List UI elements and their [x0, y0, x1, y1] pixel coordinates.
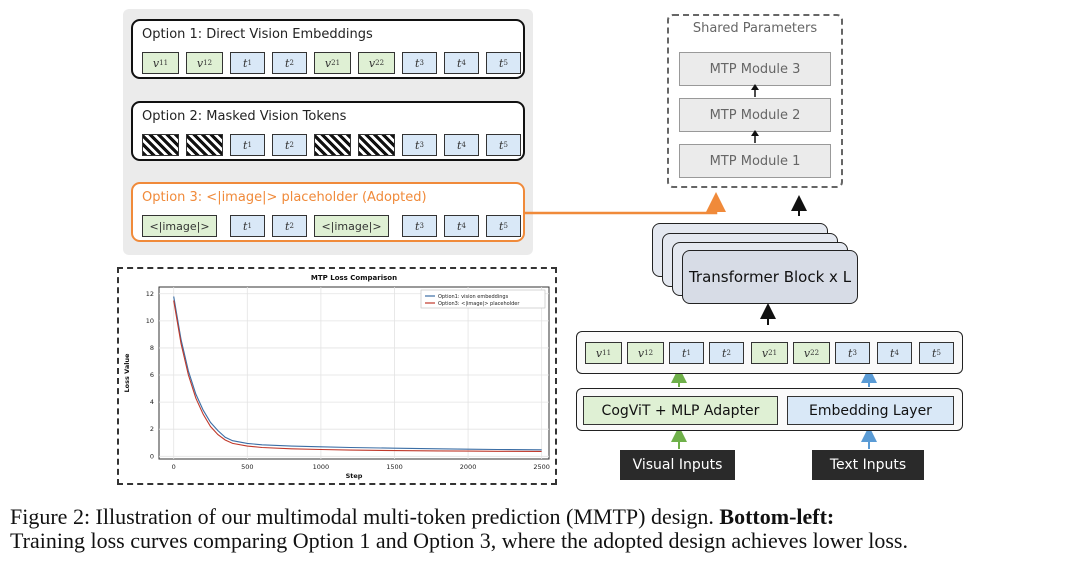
- figure-caption: Figure 2: Illustration of our multimodal…: [10, 505, 1074, 553]
- mtp-module-1: MTP Module 1: [679, 144, 831, 178]
- text-inputs: Text Inputs: [812, 450, 924, 480]
- x-tick-label: 0: [172, 463, 176, 471]
- loss-chart: 0 500 1000 1500 2000 2500 0 2 4 6 8 10 12 MTP Loss Co…: [123, 274, 550, 480]
- embedding-layer: Embedding Layer: [787, 396, 954, 425]
- masked-token: [186, 134, 223, 156]
- y-tick-label: 12: [146, 290, 154, 298]
- loss-chart-frame: 0 500 1000 1500 2000 2500 0 2 4 6 8 10 12 MTP Loss Co…: [117, 267, 557, 485]
- cogvit-adapter: CogViT + MLP Adapter: [583, 396, 778, 425]
- x-tick-label: 1500: [386, 463, 403, 471]
- mtp-module-3: MTP Module 3: [679, 52, 831, 86]
- y-tick-label: 10: [146, 317, 154, 325]
- caption-line-2: Training loss curves comparing Option 1 …: [10, 528, 908, 553]
- caption-bold-label: Bottom-left:: [719, 504, 835, 529]
- y-tick-label: 4: [150, 398, 154, 406]
- caption-text-1: Figure 2: Illustration of our multimodal…: [10, 504, 714, 529]
- series-line-1: [173, 296, 542, 451]
- chart-title: MTP Loss Comparison: [311, 274, 397, 282]
- masked-token: [314, 134, 351, 156]
- shared-parameters-label: Shared Parameters: [692, 21, 818, 36]
- y-tick-label: 6: [150, 371, 154, 379]
- image-placeholder-token: <|image|>: [142, 215, 217, 237]
- caption-line-1: Figure 2: Illustration of our multimodal…: [10, 505, 1074, 529]
- image-placeholder-token: <|image|>: [314, 215, 389, 237]
- y-tick-label: 0: [150, 452, 154, 460]
- option3-title: Option 3: <|image|> placeholder (Adopted…: [142, 190, 427, 205]
- y-tick-label: 8: [150, 344, 154, 352]
- masked-token: [358, 134, 395, 156]
- y-axis-label: Loss Value: [123, 353, 131, 393]
- x-tick-label: 500: [241, 463, 253, 471]
- x-tick-label: 1000: [313, 463, 330, 471]
- encoder-row: CogViT + MLP Adapter Embedding Layer: [576, 388, 963, 431]
- y-tick-label: 2: [150, 425, 154, 433]
- option3-box: Option 3: <|image|> placeholder (Adopted…: [131, 182, 525, 242]
- x-axis-label: Step: [346, 472, 363, 480]
- series-line-2: [173, 300, 542, 452]
- adopted-connector-arrow: [525, 192, 726, 215]
- mtp-internal-arrows: [751, 84, 759, 143]
- option1-title: Option 1: Direct Vision Embeddings: [142, 27, 373, 42]
- x-tick-label: 2000: [460, 463, 477, 471]
- x-tick-label: 2500: [533, 463, 550, 471]
- plot-area: [158, 286, 550, 460]
- shared-parameters-box: Shared Parameters MTP Module 3 MTP Modul…: [667, 14, 843, 188]
- legend-box: [420, 289, 546, 309]
- visual-inputs: Visual Inputs: [620, 450, 735, 480]
- legend-entry: Option1: vision embeddings: [438, 294, 509, 300]
- legend-entry: Option3: <|image|> placeholder: [438, 301, 520, 307]
- option2-title: Option 2: Masked Vision Tokens: [142, 109, 347, 124]
- transformer-block: Transformer Block x L: [682, 250, 858, 304]
- masked-token: [142, 134, 179, 156]
